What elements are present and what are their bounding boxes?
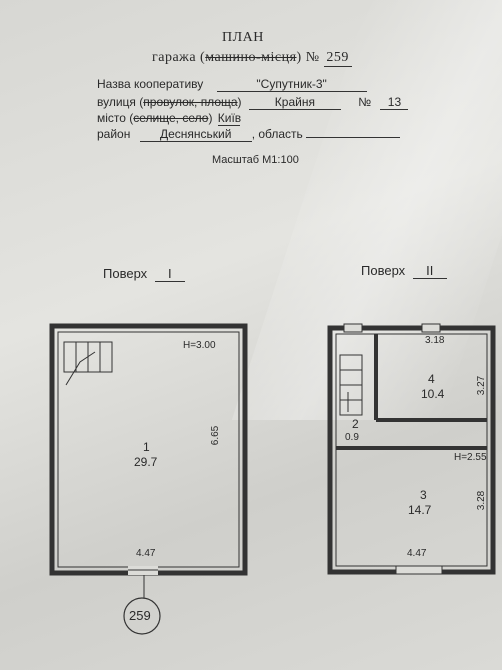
floor1-dim-bottom: 4.47: [136, 548, 156, 559]
street-label-strike: провулок, площа: [143, 95, 238, 109]
plan-title: ПЛАН: [222, 30, 264, 45]
room2-area: 0.9: [345, 432, 359, 443]
plan-subtitle: гаража (машино-місця) № 259: [152, 50, 352, 67]
subtitle-strike: машино-місця: [205, 50, 297, 65]
room2-number: 2: [352, 417, 359, 431]
coop-label: Назва кооперативу: [97, 77, 204, 91]
room3-dim-right: 3.28: [476, 490, 488, 511]
tag-circle: [123, 597, 161, 635]
room1-area: 29.7: [134, 455, 158, 469]
district-label: район: [97, 127, 131, 141]
room3-area: 14.7: [408, 503, 432, 517]
floor2-height-note: H=2.55: [454, 452, 487, 463]
street-row: вулиця (провулок, площа) Крайня № 13: [97, 95, 409, 110]
city-label-strike: селище, село: [133, 111, 209, 125]
floor1-heading: Поверх I: [103, 266, 185, 282]
window-top-left: [343, 323, 363, 333]
floor1-dim-right: 6.65: [210, 425, 222, 446]
street-label-a: вулиця (: [97, 95, 144, 109]
window-bottom: [395, 565, 443, 575]
room4-area: 10.4: [421, 387, 445, 401]
window-top-right: [421, 323, 441, 333]
floor2-dim-top: 3.18: [425, 335, 445, 346]
district-value: Деснянський: [139, 127, 252, 142]
floor2-dim-bottom: 4.47: [407, 548, 427, 559]
coop-row: Назва кооперативу "Супутник-3": [97, 77, 367, 92]
tag-number: 259: [129, 608, 151, 623]
city-label-b: ): [208, 111, 213, 125]
scale-label: Масштаб М1:100: [212, 154, 299, 166]
city-label-a: місто (: [97, 111, 134, 125]
floor2-heading: Поверх II: [361, 263, 447, 279]
street-value: Крайня: [248, 95, 341, 110]
room1-number: 1: [143, 440, 150, 454]
garage-number: 259: [323, 50, 352, 67]
region-label: , область: [251, 127, 303, 141]
room4-number: 4: [428, 372, 435, 386]
subtitle-suffix: ) №: [296, 50, 320, 65]
city-value: Київ: [217, 111, 242, 126]
room4-dim-right: 3.27: [476, 375, 488, 396]
floor2-label: Поверх: [361, 263, 406, 278]
city-row: місто (селище, село) Київ: [97, 111, 242, 126]
floor1-height-note: H=3.00: [183, 340, 216, 351]
floor1-label: Поверх: [103, 266, 148, 281]
floor2-plan: [327, 323, 496, 575]
floor2-value: II: [412, 263, 447, 279]
district-row: район Деснянський, область: [97, 127, 401, 142]
street-label-b: ): [237, 95, 242, 109]
region-blank: [306, 137, 401, 138]
floor1-plan: [49, 323, 248, 635]
stair-arrow: [65, 351, 96, 386]
floor1-value: I: [154, 266, 185, 282]
room3-number: 3: [420, 488, 427, 502]
subtitle-prefix: гаража (: [152, 50, 206, 65]
no-value: 13: [380, 95, 409, 110]
coop-value: "Супутник-3": [216, 77, 367, 92]
no-label: №: [358, 95, 372, 109]
